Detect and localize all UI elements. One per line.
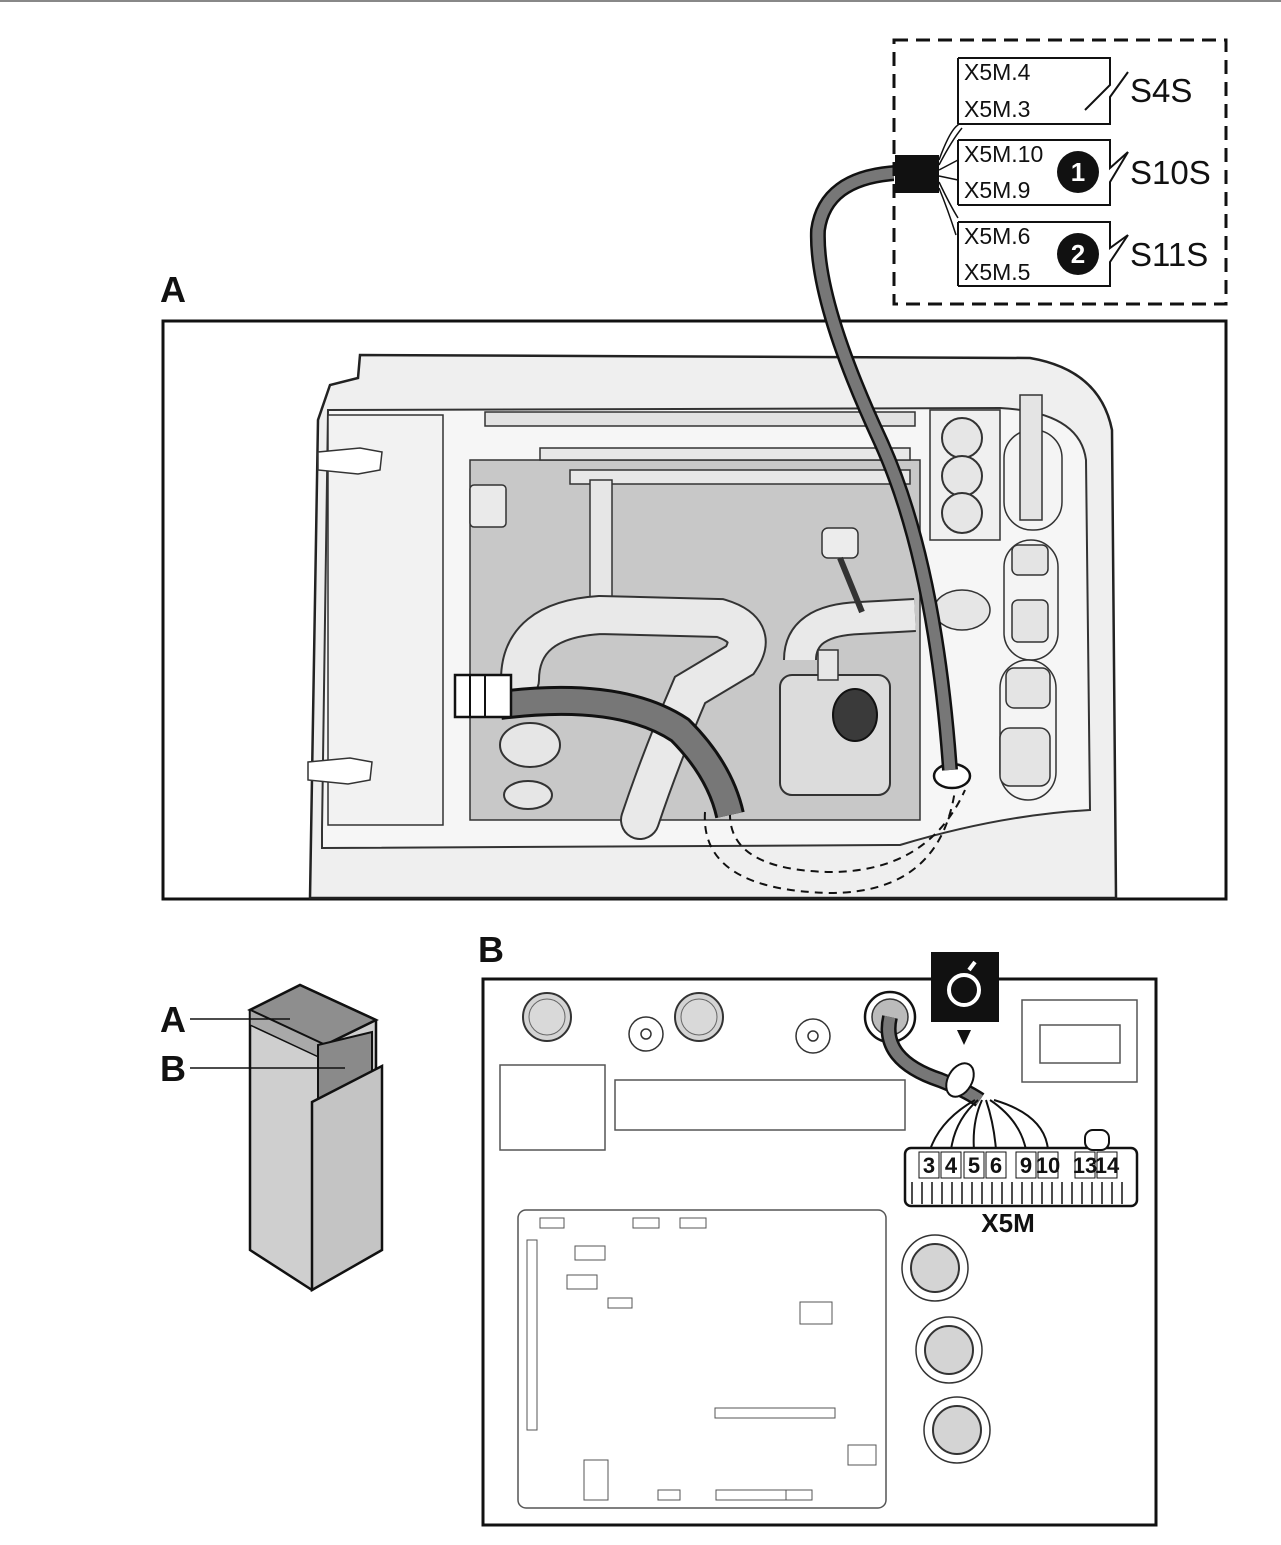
terminal-number: 14 (1095, 1153, 1120, 1178)
wire-label: X5M.5 (964, 259, 1030, 285)
switch-label-s10s: S10S (1130, 154, 1211, 191)
terminal-block-label: X5M (981, 1208, 1034, 1238)
terminal-strip (614, 1079, 906, 1131)
callout-marker-1 (1057, 151, 1099, 193)
unit-overview: A B (160, 983, 384, 1293)
lower-latch (307, 757, 373, 785)
terminal-cell (963, 1151, 985, 1179)
wire-label: X5M.6 (964, 223, 1030, 249)
callout-marker-1-number: 1 (1071, 157, 1085, 187)
callout-marker-2 (1057, 233, 1099, 275)
control-pcb (517, 1209, 887, 1509)
terminal-cell (1074, 1151, 1096, 1179)
cable-connector (895, 155, 939, 193)
water-pipe (502, 596, 765, 838)
terminal-number: 4 (945, 1153, 958, 1178)
terminal-number: 10 (1036, 1153, 1060, 1178)
panel-a (161, 319, 1228, 901)
terminal-cell (1037, 1151, 1059, 1179)
terminal-number: 13 (1073, 1153, 1097, 1178)
switch-label-s11s: S11S (1130, 236, 1208, 273)
cable-tie (945, 1062, 975, 1098)
terminal-number: 6 (990, 1153, 1002, 1178)
panel-a-label: A (160, 269, 186, 310)
terminal-cell (985, 1151, 1007, 1179)
unit-label-b: B (160, 1048, 186, 1089)
hose-connector (453, 673, 513, 719)
wire-label: X5M.10 (964, 141, 1043, 167)
wire-label: X5M.3 (964, 96, 1030, 122)
wire-label: X5M.9 (964, 177, 1030, 203)
terminal-cell (940, 1151, 962, 1179)
terminal-number: 5 (968, 1153, 980, 1178)
wire-label: X5M.4 (964, 59, 1031, 85)
relay-block (499, 1064, 606, 1151)
unit-label-a: A (160, 999, 186, 1040)
pump-assembly (779, 674, 891, 796)
hidden-cable-route (703, 789, 956, 895)
upper-latch (317, 447, 383, 475)
cable-tie-icon (931, 952, 999, 1045)
unit-front-panel (310, 1063, 384, 1293)
callout-marker-2-number: 2 (1071, 239, 1085, 269)
wiring-inset: X5M.4 X5M.3 S4S X5M.10 X5M.9 1 S10S X5M.… (892, 38, 1228, 306)
terminal-number: 9 (1020, 1153, 1032, 1178)
terminal-number: 3 (923, 1153, 935, 1178)
terminal-cell (1015, 1151, 1037, 1179)
cable-hose (498, 688, 742, 818)
left-side-panel (327, 414, 444, 826)
sensor-probe (821, 527, 859, 559)
panel-b-label: B (478, 929, 504, 970)
terminal-cell (918, 1151, 940, 1179)
terminal-cell (1096, 1151, 1118, 1179)
switch-label-s4s: S4S (1130, 72, 1192, 109)
